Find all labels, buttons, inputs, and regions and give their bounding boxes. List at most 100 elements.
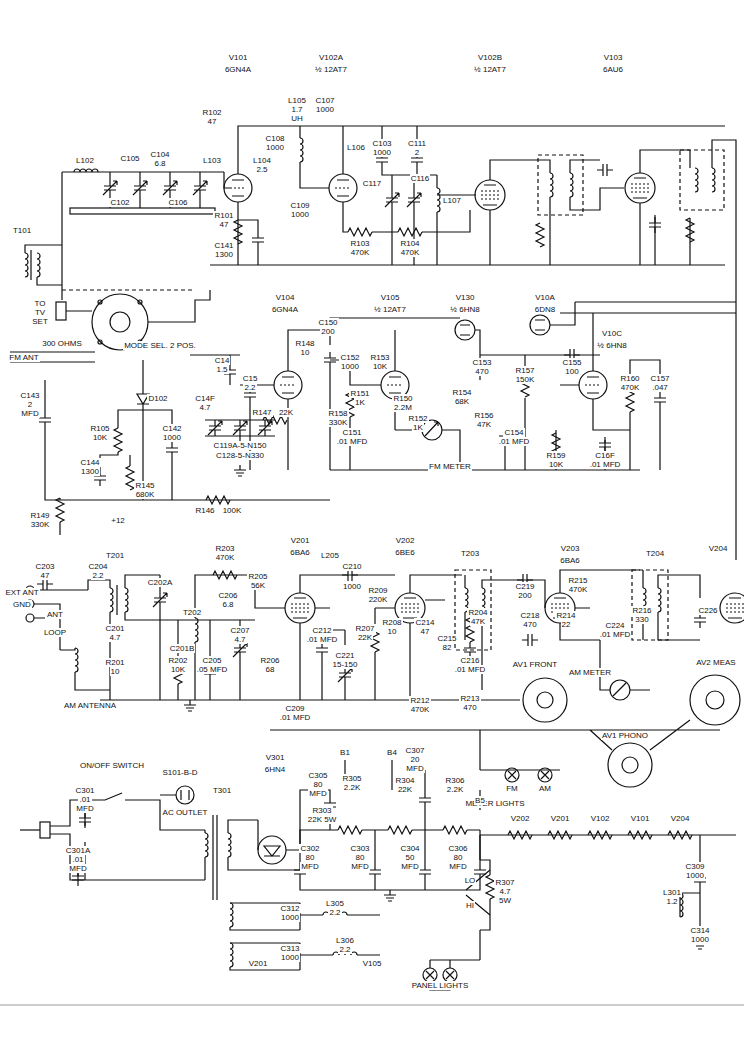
- part-label: C111: [407, 139, 427, 148]
- part-label: C209: [284, 704, 305, 713]
- part-label: R152: [407, 414, 428, 423]
- part-label: B5: [474, 796, 486, 805]
- part-label: 4.7: [108, 633, 121, 642]
- part-label: AM ANTENNA: [63, 701, 117, 710]
- part-label: V103: [603, 53, 624, 62]
- part-label: L107: [442, 196, 462, 205]
- part-label: R213: [459, 694, 480, 703]
- part-label: 6.8: [153, 159, 166, 168]
- part-label: C212: [311, 626, 332, 635]
- part-label: GND: [12, 600, 32, 609]
- part-label: V204: [708, 544, 729, 553]
- part-label: T201: [105, 551, 125, 560]
- part-label: 15-150: [332, 660, 359, 669]
- part-label: C107: [314, 96, 335, 105]
- part-label: C216: [459, 656, 480, 665]
- part-label: 680K: [135, 490, 156, 499]
- part-label: 10K: [548, 460, 564, 469]
- part-label: R203: [214, 544, 235, 553]
- part-label: C226: [697, 606, 718, 615]
- part-label: C203: [34, 562, 55, 571]
- part-label: R303: [311, 806, 332, 815]
- part-label: C202A: [147, 578, 173, 587]
- part-label: R157: [514, 366, 535, 375]
- part-label: 470: [522, 620, 537, 629]
- part-label: 1000: [290, 210, 310, 219]
- part-label: C304: [399, 844, 420, 853]
- part-label: AM METER: [568, 668, 612, 677]
- part-label: L105: [287, 96, 307, 105]
- part-label: V201: [290, 536, 311, 545]
- part-label: D102: [147, 394, 168, 403]
- part-label: 1K: [412, 423, 424, 432]
- part-label: 470K: [215, 553, 236, 562]
- part-label: C108: [264, 134, 285, 143]
- part-label: 470K: [410, 705, 431, 714]
- part-label: 22K: [397, 785, 413, 794]
- part-label: AV1 FRONT: [512, 660, 558, 669]
- part-label: 10K: [372, 362, 388, 371]
- part-label: EXT ANT: [4, 588, 39, 597]
- part-label: MFD: [68, 864, 87, 873]
- part-label: .01 MFD: [454, 665, 487, 674]
- part-label: LOOP: [43, 628, 67, 637]
- part-label: C106: [167, 198, 188, 207]
- part-label: ½ 12AT7: [314, 65, 348, 74]
- part-label: 10K: [170, 665, 186, 674]
- part-label: 1.5: [215, 365, 228, 374]
- part-label: 330K: [328, 418, 349, 427]
- part-label: MFD: [350, 862, 369, 871]
- part-label: C201B: [169, 644, 195, 653]
- part-label: C302: [299, 844, 320, 853]
- part-label: 1000: [280, 913, 300, 922]
- part-label: L205: [320, 551, 340, 560]
- part-label: C15: [242, 374, 259, 383]
- part-label: R305: [341, 774, 362, 783]
- part-label: 22K: [357, 633, 373, 642]
- part-label: FM ANT: [8, 353, 39, 362]
- part-label: C116: [410, 174, 431, 183]
- part-label: R209: [367, 586, 388, 595]
- part-label: MODE SEL. 2 POS.: [123, 341, 197, 350]
- part-label: 2.2K: [343, 783, 361, 792]
- part-label: ½ 6HN8: [449, 305, 480, 314]
- part-label: .01 MFD: [498, 437, 531, 446]
- part-label: 6HN4: [264, 765, 286, 774]
- part-label: 4.7: [233, 635, 246, 644]
- part-label: 2.2K: [446, 785, 464, 794]
- part-label: MFD: [308, 789, 327, 798]
- part-label: R304: [394, 776, 415, 785]
- part-label: T203: [460, 549, 480, 558]
- part-label: C150: [317, 318, 338, 327]
- part-label: 2.2: [243, 383, 256, 392]
- part-label: 47K: [470, 617, 486, 626]
- part-label: 470K: [568, 585, 589, 594]
- part-label: AV1 PHONO: [601, 731, 649, 740]
- part-label: C215: [436, 634, 457, 643]
- part-label: 10K: [92, 433, 108, 442]
- part-label: 6AU6: [602, 65, 624, 74]
- part-label: 2.2: [91, 571, 104, 580]
- part-label: 200: [320, 327, 335, 336]
- part-label: 1300: [80, 467, 100, 476]
- part-label: C312: [279, 904, 300, 913]
- part-label: V105: [362, 959, 383, 968]
- part-label: R148: [294, 339, 315, 348]
- part-label: 22: [561, 620, 572, 629]
- part-label: 22K: [278, 408, 294, 417]
- part-label: C309: [684, 862, 705, 871]
- part-label: R153: [369, 353, 390, 362]
- part-label: 1300: [214, 250, 234, 259]
- part-label: 6GN4A: [224, 65, 252, 74]
- part-label: 6BE6: [394, 548, 416, 557]
- part-label: T204: [645, 549, 665, 558]
- part-label: C214: [414, 618, 435, 627]
- part-label: C201: [104, 624, 125, 633]
- part-label: .01 MFD: [599, 630, 632, 639]
- part-label: 10: [387, 627, 398, 636]
- part-label: MFD: [448, 862, 467, 871]
- part-label: V201: [248, 959, 269, 968]
- part-label: MFD: [405, 764, 424, 773]
